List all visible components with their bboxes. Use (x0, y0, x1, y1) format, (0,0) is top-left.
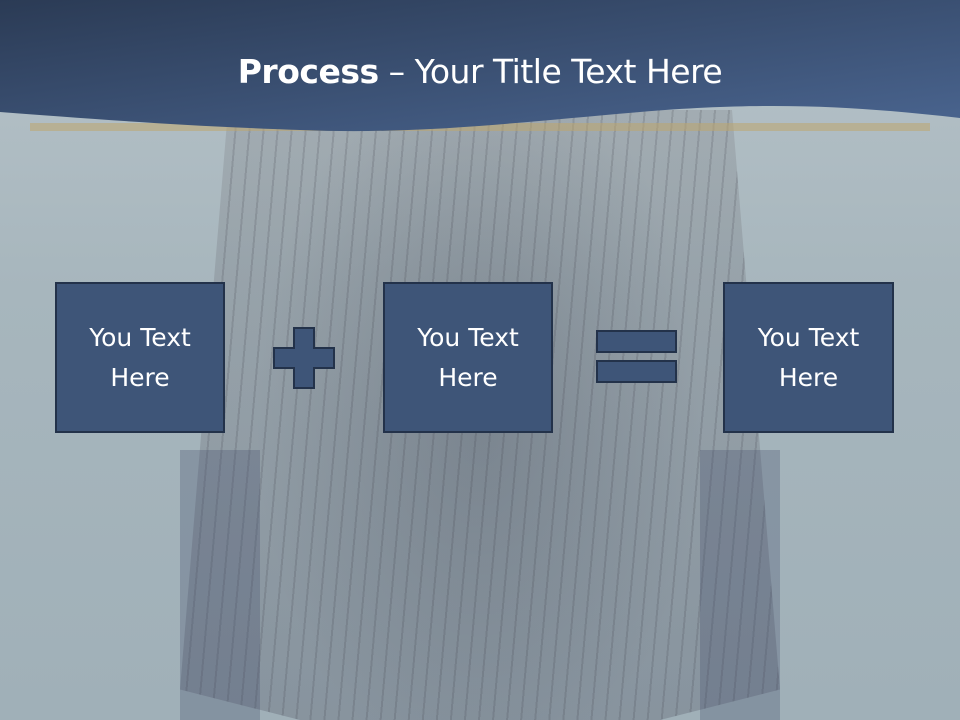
page-title: Process – Your Title Text Here (0, 52, 960, 91)
process-box-1[interactable]: You Text Here (55, 282, 225, 433)
title-rest: – Your Title Text Here (378, 52, 723, 91)
title-bold: Process (237, 52, 379, 91)
wave-banner-shape (0, 0, 960, 132)
plus-icon (273, 327, 335, 389)
process-box-2-text: You Text Here (417, 322, 519, 392)
ship-hull-right (700, 450, 780, 720)
process-box-3-text: You Text Here (757, 322, 860, 392)
process-box-2[interactable]: You Text Here (383, 282, 553, 433)
equals-icon (596, 330, 677, 383)
process-box-1-text: You Text Here (89, 322, 191, 392)
title-banner: Process – Your Title Text Here (0, 0, 960, 140)
ship-hull-left (180, 450, 260, 720)
ship-yardarm (30, 123, 930, 131)
process-box-3[interactable]: You Text Here (723, 282, 894, 433)
